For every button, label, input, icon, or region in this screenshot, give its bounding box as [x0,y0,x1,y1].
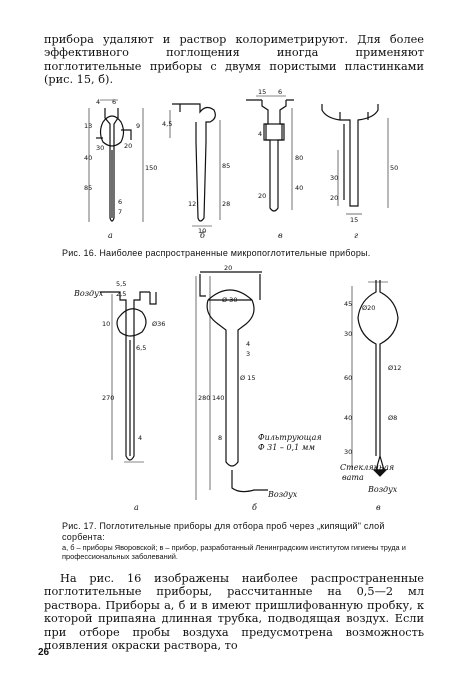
fig16-g-dim: 30 [330,174,338,182]
fig17-b-dim: 8 [218,434,222,442]
fig17-a-dim: 5,5 [116,280,126,288]
top-paragraph: прибора удаляют и раствор колориметрирую… [44,33,424,87]
figure-17-note: а, б – приборы Яворовской; в – прибор, р… [62,543,406,561]
fig17-b-dim: 280 [198,394,210,402]
fig16-a-dim: 4 [96,98,100,106]
fig16-label-a: а [108,231,113,240]
fig17-a-dim: 270 [102,394,114,402]
fig16-v-dim: 6 [278,88,282,96]
fig17-v-dim: 60 [344,374,352,382]
fig17-vozduh-b: Воздух [267,490,298,499]
fig17-a-dim: 2,5 [116,290,126,298]
fig17-v-dim: 45 [344,300,352,308]
fig16-b-dim: 10 [198,227,206,235]
fig16-v-dim: 40 [295,184,303,192]
fig17-device-a [100,291,157,463]
fig17-a-dim: Ø36 [152,320,165,328]
fig17-b-dim: 4 [246,340,250,348]
figure-16-caption: Рис. 16. Наиболее распространенные микро… [62,248,371,258]
fig17-b-dim: 20 [224,264,232,272]
page-number: 26 [38,647,50,658]
fig16-a-dim: 6 [112,98,116,106]
fig17-a-dim: 4 [138,434,142,442]
fig16-device-v [246,95,294,212]
fig17-v-dim: Ø12 [388,364,401,372]
fig17-b-dim: 3 [246,350,250,358]
fig16-a-dim: 30 [96,144,104,152]
fig17-b-dim: Ø 30 [222,296,237,304]
fig17-a-dim: 10 [102,320,110,328]
fig17-label-b: б [252,503,257,512]
fig17-v-dim: 40 [344,414,352,422]
fig17-stekl: Стеклянная [340,463,394,472]
fig16-a-dim: 85 [84,184,92,192]
fig17-v-dim: 30 [344,330,352,338]
fig16-device-g [321,104,389,215]
fig16-a-dim: 9 [136,122,140,130]
figure-17-caption: Рис. 17. Поглотительные приборы для отбо… [62,521,385,542]
fig16-v-dim: 80 [295,154,303,162]
fig17-fritte2: Ф 31 – 0,1 мм [258,443,315,452]
bottom-paragraph: На рис. 16 изображены наиболее распростр… [44,572,424,653]
fig16-device-b [169,103,221,227]
fig17-fritte: Фильтрующая [258,433,322,442]
fig16-label-b: б [200,231,205,240]
fig16-v-dim: 4 [258,130,262,138]
fig16-a-dim: 7 [118,208,122,216]
fig17-label-a: а [134,503,139,512]
fig16-b-dim: 28 [222,200,230,208]
fig16-a-dim: 6 [118,198,122,206]
fig17-b-dim: Ø 15 [240,374,255,382]
fig16-a-dim: 40 [84,154,92,162]
fig16-a-dim: 20 [124,142,132,150]
fig17-vozduh-a: Воздух [73,289,104,298]
fig16-b-dim: 4,5 [162,120,172,128]
fig16-a-dim: 150 [145,164,157,172]
fig17-device-b [195,271,268,500]
fig16-g-dim: 15 [350,216,358,224]
fig17-a-dim: 6,5 [136,344,146,352]
fig17-v-dim: Ø20 [362,304,375,312]
fig17-device-v [351,280,399,477]
fig16-g-dim: 20 [330,194,338,202]
fig16-v-dim: 20 [258,192,266,200]
fig16-label-v: в [278,231,283,240]
fig16-b-dim: 85 [222,162,230,170]
fig17-vozduh-v: Воздух [367,485,398,494]
fig17-label-v: в [376,503,381,512]
fig17-stekl2: вата [342,473,364,482]
fig16-a-dim: 13 [84,122,92,130]
fig16-device-a [88,99,144,222]
fig16-g-dim: 50 [390,164,398,172]
fig17-v-dim: 30 [344,448,352,456]
fig16-label-g: г [354,231,358,240]
fig16-b-dim: 12 [188,200,196,208]
fig17-b-dim: 140 [212,394,224,402]
fig17-v-dim: Ø8 [388,414,397,422]
fig16-v-dim: 15 [258,88,266,96]
